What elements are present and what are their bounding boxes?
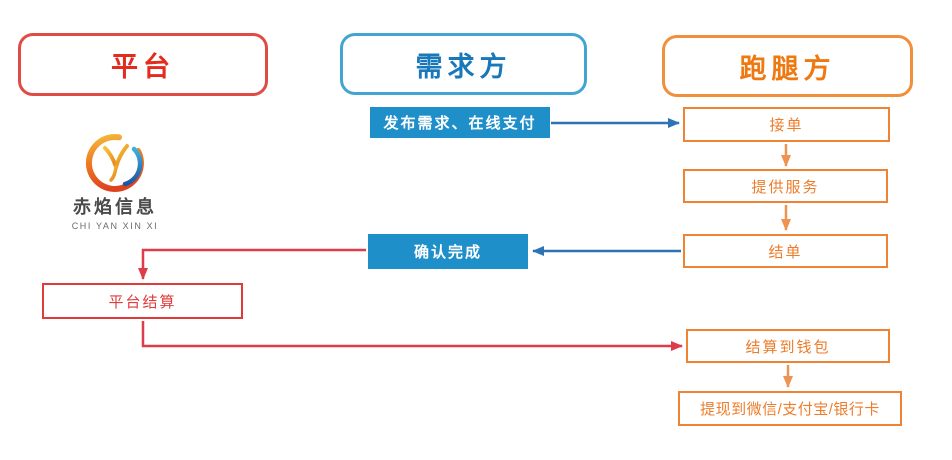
node-close-order-label: 结单 (768, 243, 803, 261)
node-accept-order-label: 接单 (769, 117, 804, 134)
edge-platform-settle-to-wallet (141, 321, 683, 351)
lane-header-demander: 需求方 (340, 33, 587, 95)
node-platform-settlement: 平台结算 (42, 283, 243, 319)
node-publish-demand-label: 发布需求、在线支付 (383, 115, 537, 132)
node-publish-demand: 发布需求、在线支付 (370, 107, 550, 138)
lane-runner-label: 跑腿方 (739, 53, 836, 84)
node-confirm-complete-label: 确认完成 (413, 244, 482, 261)
node-platform-settlement-label: 平台结算 (108, 293, 177, 311)
node-close-order: 结单 (683, 234, 888, 268)
node-settle-to-wallet-label: 结算到钱包 (745, 338, 831, 356)
lane-demander-label: 需求方 (415, 51, 512, 82)
node-confirm-complete: 确认完成 (368, 234, 528, 269)
lane-header-runner: 跑腿方 (662, 35, 913, 97)
logo-company-name-latin: CHI YAN XIN XI (71, 221, 159, 231)
node-provide-service: 提供服务 (683, 169, 888, 203)
node-provide-service-label: 提供服务 (751, 178, 820, 196)
lane-header-platform: 平台 (18, 33, 268, 96)
node-withdraw-label: 提现到微信/支付宝/银行卡 (700, 401, 880, 418)
node-accept-order: 接单 (683, 107, 890, 142)
company-logo: 赤焰信息 CHI YAN XIN XI (53, 131, 177, 231)
node-withdraw: 提现到微信/支付宝/银行卡 (678, 391, 902, 426)
logo-company-name: 赤焰信息 (73, 197, 157, 217)
lane-platform-label: 平台 (111, 52, 175, 82)
flame-swoosh-logo-icon (85, 133, 144, 192)
node-settle-to-wallet: 结算到钱包 (686, 329, 890, 363)
edge-confirm-to-platform-settle (138, 248, 366, 280)
